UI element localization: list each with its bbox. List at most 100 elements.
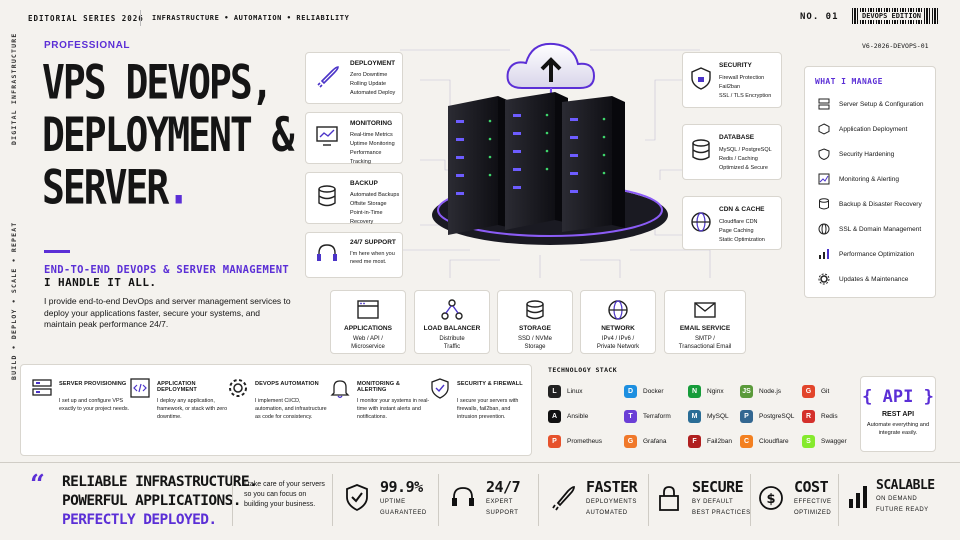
hero-tagline: I HANDLE IT ALL. (44, 276, 157, 289)
barcode-label: DEVOPS EDITION (860, 12, 924, 20)
tech-name: Grafana (643, 437, 667, 445)
stat-label: FUTURE READY (876, 506, 929, 513)
card-title: MONITORING (350, 120, 393, 127)
stat-value: SCALABLE (876, 478, 935, 493)
feature-card-support: 24/7 SUPPORT I'm here when you need me m… (305, 232, 403, 278)
hero-title-line: DEPLOYMENT & (42, 107, 295, 163)
hero-description: I provide end-to-end DevOps and server m… (44, 296, 291, 329)
card-item: Real-time Metrics (350, 132, 393, 138)
bars-icon (817, 248, 831, 260)
svg-text:$: $ (766, 492, 775, 507)
tech-logo-icon: P (740, 409, 753, 423)
infra-line: Distribute (439, 336, 465, 342)
feature-card-cdn: CDN & CACHE Cloudflare CDN Page Caching … (682, 196, 782, 250)
manage-item: Server Setup & Configuration (817, 96, 924, 112)
infra-title: STORAGE (518, 325, 552, 332)
tech-name: Swagger (821, 437, 847, 445)
card-item: MySQL / PostgreSQL (719, 147, 772, 153)
card-item: Page Caching (719, 228, 754, 234)
service-text: I deploy any application, framework, or … (157, 398, 228, 420)
tech-logo-icon: P (548, 434, 561, 448)
tech-name: Prometheus (567, 437, 603, 445)
stat-label: UPTIME (380, 499, 406, 505)
card-title: BACKUP (350, 180, 378, 187)
service-item: SERVER PROVISIONING I set up and configu… (31, 373, 131, 453)
card-item: Point-in-Time Recovery (350, 210, 383, 225)
card-item: Performance Tracking (350, 150, 382, 165)
manage-item: Monitoring & Alerting (817, 171, 899, 187)
api-box: { API } REST API Automate everything and… (860, 376, 936, 452)
hero-subtitle: END-TO-END DEVOPS & SERVER MANAGEMENT (44, 264, 289, 276)
manage-item: SSL & Domain Management (817, 221, 921, 237)
tech-name: Redis (821, 412, 838, 420)
feature-card-monitoring: MONITORING Real-time Metrics Uptime Moni… (305, 112, 403, 165)
infra-line: Microservice (351, 344, 385, 350)
dollar-icon: $ (758, 478, 786, 517)
card-title: 24/7 SUPPORT (350, 239, 396, 246)
manage-title: WHAT I MANAGE (815, 77, 883, 86)
stat-label: BY DEFAULT (692, 499, 734, 505)
infra-line: Storage (524, 344, 546, 350)
divider (750, 474, 751, 526)
globe-icon (689, 209, 713, 235)
infra-title: APPLICATIONS (344, 325, 392, 332)
divider (538, 474, 539, 526)
tech-logo-icon: N (688, 384, 701, 398)
api-title: REST API (881, 411, 915, 418)
divider (438, 474, 439, 526)
server-rack (448, 92, 625, 235)
headset-icon (314, 241, 340, 267)
infra-title: LOAD BALANCER (423, 325, 481, 332)
stat-label: BEST PRACTICES (692, 509, 751, 516)
service-title: MONITORING & ALERTING (357, 381, 401, 393)
quote-mark: “ (30, 470, 45, 500)
shield-check-icon (344, 478, 372, 517)
feature-card-deployment: DEPLOYMENT Zero Downtime Rolling Update … (305, 52, 403, 104)
infra-card-applications: APPLICATIONS Web / API /Microservice (330, 290, 406, 354)
infra-line: SMTP / (695, 336, 715, 342)
stat-label: DEPLOYMENTS (586, 499, 637, 505)
manage-label: Application Deployment (839, 125, 908, 133)
tech-logo-icon: A (548, 409, 561, 423)
service-text: I implement CI/CD, automation, and infra… (255, 398, 327, 420)
service-item: MONITORING & ALERTING I monitor your sys… (329, 373, 429, 453)
tech-name: MySQL (707, 412, 729, 420)
hero-title-dot: . (167, 159, 190, 215)
server-icon (817, 98, 831, 110)
footer-headline: POWERFUL APPLICATIONS. (62, 493, 241, 509)
footer-headline: PERFECTLY DEPLOYED. (62, 512, 217, 528)
infra-line: IPv4 / IPv6 / (601, 336, 635, 342)
footer-headline: RELIABLE INFRASTRUCTURE. (62, 474, 258, 490)
divider (648, 474, 649, 526)
infra-card-network: NETWORK IPv4 / IPv6 /Private Network (580, 290, 656, 354)
feature-card-database: DATABASE MySQL / PostgreSQL Redis / Cach… (682, 124, 782, 180)
gear-icon (817, 273, 831, 285)
infra-line: SSD / NVMe (517, 336, 552, 342)
tech-name: Terraform (643, 412, 671, 420)
browser-icon (331, 299, 405, 321)
card-title: CDN & CACHE (719, 206, 765, 213)
card-item: Fail2ban (719, 84, 741, 90)
card-text: I'm here when you need me most. (350, 251, 395, 265)
shield-icon (689, 65, 713, 91)
infra-card-email: EMAIL SERVICE SMTP /Transactional Email (664, 290, 746, 354)
tech-item: P Prometheus (548, 434, 602, 448)
rocket-icon (314, 63, 340, 89)
divider (140, 10, 141, 26)
server-illustration (359, 42, 711, 278)
divider (838, 474, 839, 526)
card-item: Rolling Update (350, 81, 387, 87)
stat-value: 99.9% (380, 478, 423, 496)
stat-label: OPTIMIZED (794, 509, 832, 516)
manage-label: Updates & Maintenance (839, 275, 909, 283)
